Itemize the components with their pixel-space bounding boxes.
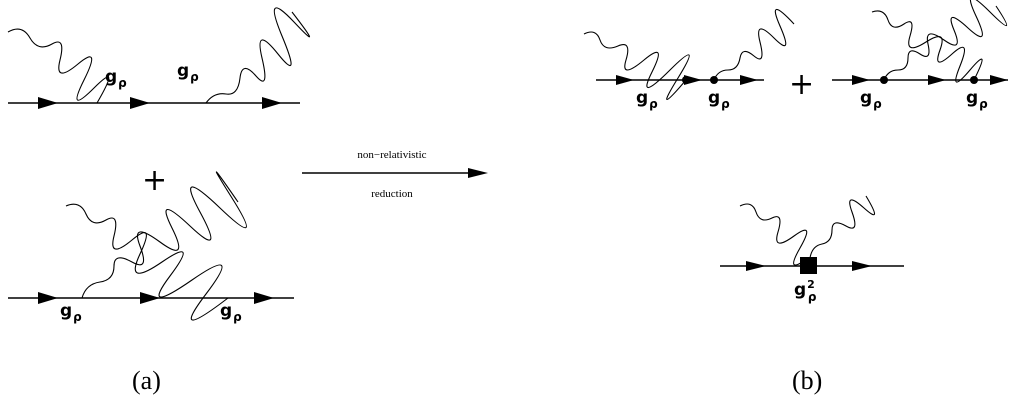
fermion-arrow [38,292,58,304]
panel-label-b: (b) [792,366,822,395]
fermion-arrow [38,97,58,109]
reduction-arrow: non−relativistic reduction [302,149,488,200]
coupling-label: gρ [220,301,242,324]
fermion-arrow [928,75,946,85]
photon-line [7,28,110,104]
panel-a: gρ gρ + gρ gρ (a) [7,7,310,395]
vertex-dot [710,76,718,84]
coupling-label: gρ [177,61,199,84]
arrow-head-icon [468,168,488,178]
coupling-label: gρ [636,88,658,111]
photon-line [883,0,1008,81]
fermion-arrow [254,292,274,304]
fermion-arrow [852,75,870,85]
photon-line [81,171,247,299]
fermion-arrow [140,292,160,304]
photon-line [871,10,983,83]
coupling-label: gρ [105,67,127,90]
plus-sign: + [789,67,814,102]
fermion-arrow [746,261,766,271]
reduction-label-top: non−relativistic [357,149,426,161]
photon-line [809,195,876,259]
vertex-dot [970,76,978,84]
photon-line [583,31,690,100]
photon-line [739,203,809,266]
fermion-arrow [740,75,758,85]
fermion-arrow [130,97,150,109]
coupling-label: gρ [708,88,730,111]
coupling-label: gρ [966,88,988,111]
coupling-label: gρ [60,301,82,324]
fermion-arrow [852,261,872,271]
fermion-arrow [990,75,1008,85]
photon-line [205,7,310,104]
photon-line [713,8,795,81]
diagram-a-direct: gρ gρ [7,7,310,109]
diagram-a-crossed: gρ gρ [8,171,294,324]
diagram-b-crossed: gρ gρ [832,0,1008,111]
vertex-dot [682,76,690,84]
panel-label-a: (a) [132,366,161,395]
coupling-label: gρ [860,88,882,111]
diagram-b-direct: gρ gρ [583,8,795,111]
photon-line [65,203,229,321]
plus-sign: + [142,163,167,198]
reduction-label-bottom: reduction [371,188,413,200]
contact-vertex-square [800,257,817,274]
vertex-dot [880,76,888,84]
fermion-arrow [616,75,634,85]
fermion-arrow [262,97,282,109]
